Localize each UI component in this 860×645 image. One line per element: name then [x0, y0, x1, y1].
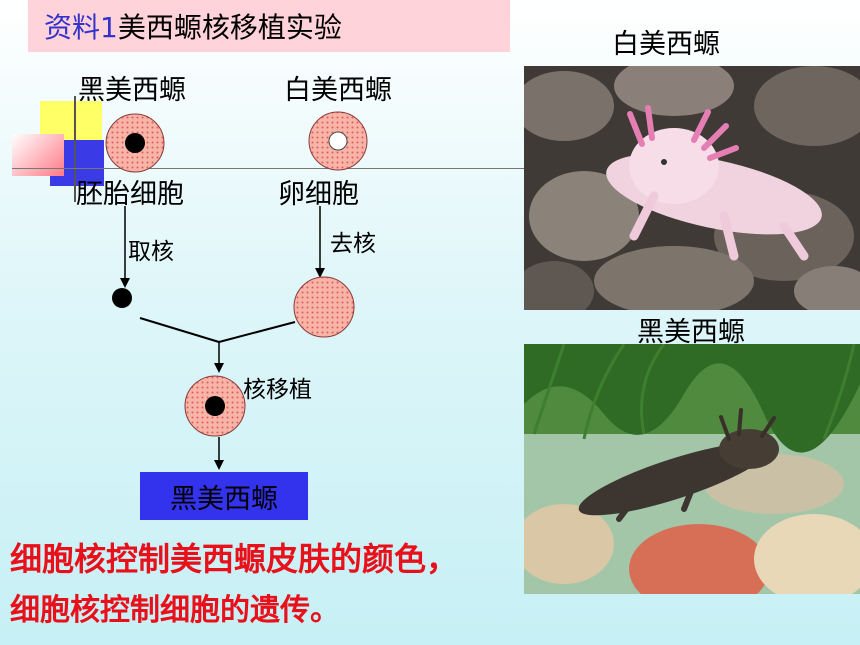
- label-take-nucleus: 取核: [128, 239, 174, 265]
- conclusion-line-1: 细胞核控制美西螈皮肤的颜色，: [10, 540, 459, 578]
- arrow-remove-nucleus: [315, 268, 325, 278]
- photo-label-black: 黑美西螈: [637, 317, 745, 348]
- label-black-axolotl: 黑美西螈: [78, 75, 186, 106]
- title-text: 美西螈核移植实验: [117, 11, 342, 44]
- decor-vertical-line: [74, 96, 76, 202]
- white-axolotl-photo: [524, 66, 860, 310]
- label-remove-nucleus: 去核: [330, 231, 376, 257]
- slide-title: 资料1 美西螈核移植实验: [28, 0, 510, 52]
- egg-nucleus: [328, 131, 348, 151]
- black-axolotl-photo: [524, 344, 860, 594]
- label-egg-cell: 卵细胞: [278, 179, 359, 210]
- decor-pink-square: [12, 134, 64, 176]
- label-white-axolotl: 白美西螈: [284, 75, 392, 106]
- label-embryo-cell: 胚胎细胞: [76, 179, 184, 210]
- decor-horizontal-line: [12, 168, 524, 169]
- diagram-graphics: [105, 111, 368, 470]
- photo-label-white: 白美西螈: [612, 29, 720, 60]
- arrow-to-result: [214, 460, 224, 470]
- extracted-nucleus: [112, 288, 132, 308]
- arrow-take-nucleus: [120, 278, 130, 288]
- enucleated-egg: [293, 276, 355, 338]
- label-nuclear-transfer: 核移植: [243, 377, 312, 403]
- result-box: 黑美西螈: [140, 472, 308, 520]
- title-prefix: 资料1: [44, 11, 118, 44]
- result-label: 黑美西螈: [170, 483, 278, 515]
- conclusion-line-2: 细胞核控制细胞的遗传。: [10, 593, 340, 628]
- embryo-nucleus: [125, 133, 145, 153]
- arrow-merge: [214, 363, 224, 373]
- reconstructed-nucleus: [205, 396, 225, 416]
